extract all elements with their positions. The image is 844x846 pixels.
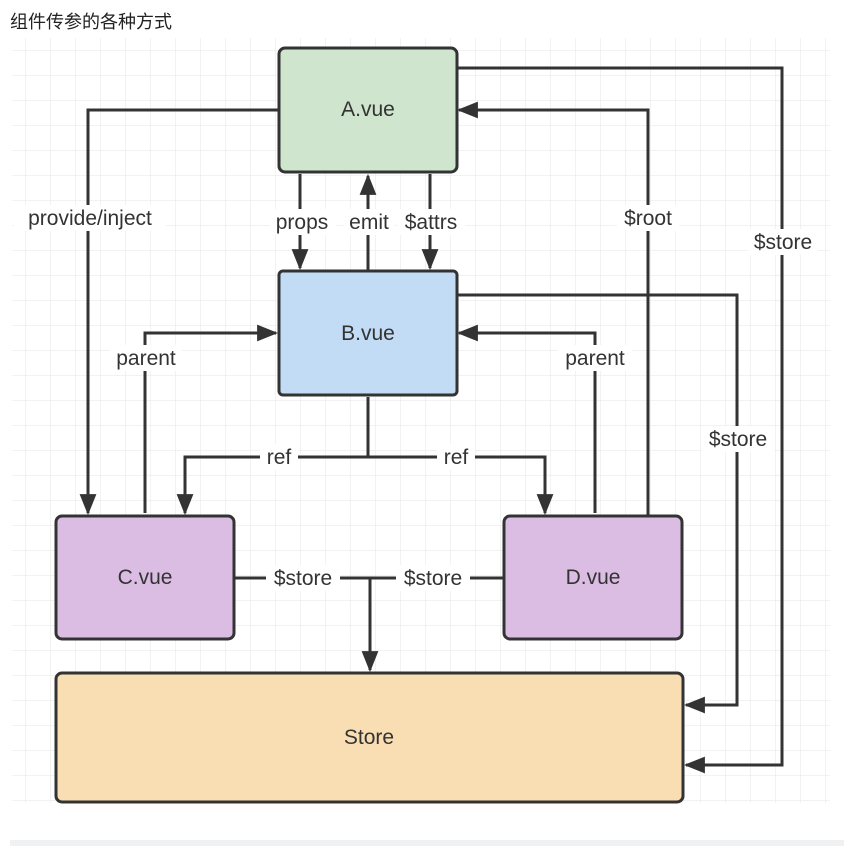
edge-provide-inject xyxy=(79,108,278,516)
edge-label-store-c: $store xyxy=(274,567,332,590)
diagram-caption: 组件传参的各种方式 xyxy=(10,12,172,33)
edge-label-ref-c: ref xyxy=(267,446,292,469)
node-b-label: B.vue xyxy=(341,322,395,345)
node-c-label: C.vue xyxy=(118,566,173,589)
edge-label-store-b: $store xyxy=(709,428,767,451)
edge-root xyxy=(456,101,650,515)
edge-store-from-b xyxy=(457,293,739,714)
edge-label-parent-c: parent xyxy=(116,347,176,370)
edge-parent-d xyxy=(456,324,597,513)
edge-label-parent-d: parent xyxy=(565,347,625,370)
node-store-label: Store xyxy=(344,726,394,749)
bottom-divider xyxy=(10,840,844,846)
node-c-box xyxy=(54,514,236,641)
node-d-label: D.vue xyxy=(566,566,621,589)
edge-label-emit: emit xyxy=(349,211,389,234)
edge-label-ref-d: ref xyxy=(444,446,469,469)
edge-label-root: $root xyxy=(624,207,672,230)
edge-ref-d xyxy=(368,455,554,516)
edge-ref-c xyxy=(176,455,368,516)
node-a-box xyxy=(277,46,459,174)
edge-label-props: props xyxy=(276,211,329,234)
edge-label-store-d: $store xyxy=(404,567,462,590)
edge-label-provide-inject: provide/inject xyxy=(28,207,152,230)
edge-label-store-a: $store xyxy=(754,231,812,254)
edge-parent-c xyxy=(143,324,279,513)
node-d-box xyxy=(502,514,684,641)
edge-store-from-a xyxy=(457,66,784,774)
node-store-box xyxy=(54,671,685,804)
edge-label-attrs: $attrs xyxy=(405,211,458,234)
node-a-label: A.vue xyxy=(341,98,395,121)
node-b-box xyxy=(277,269,459,397)
